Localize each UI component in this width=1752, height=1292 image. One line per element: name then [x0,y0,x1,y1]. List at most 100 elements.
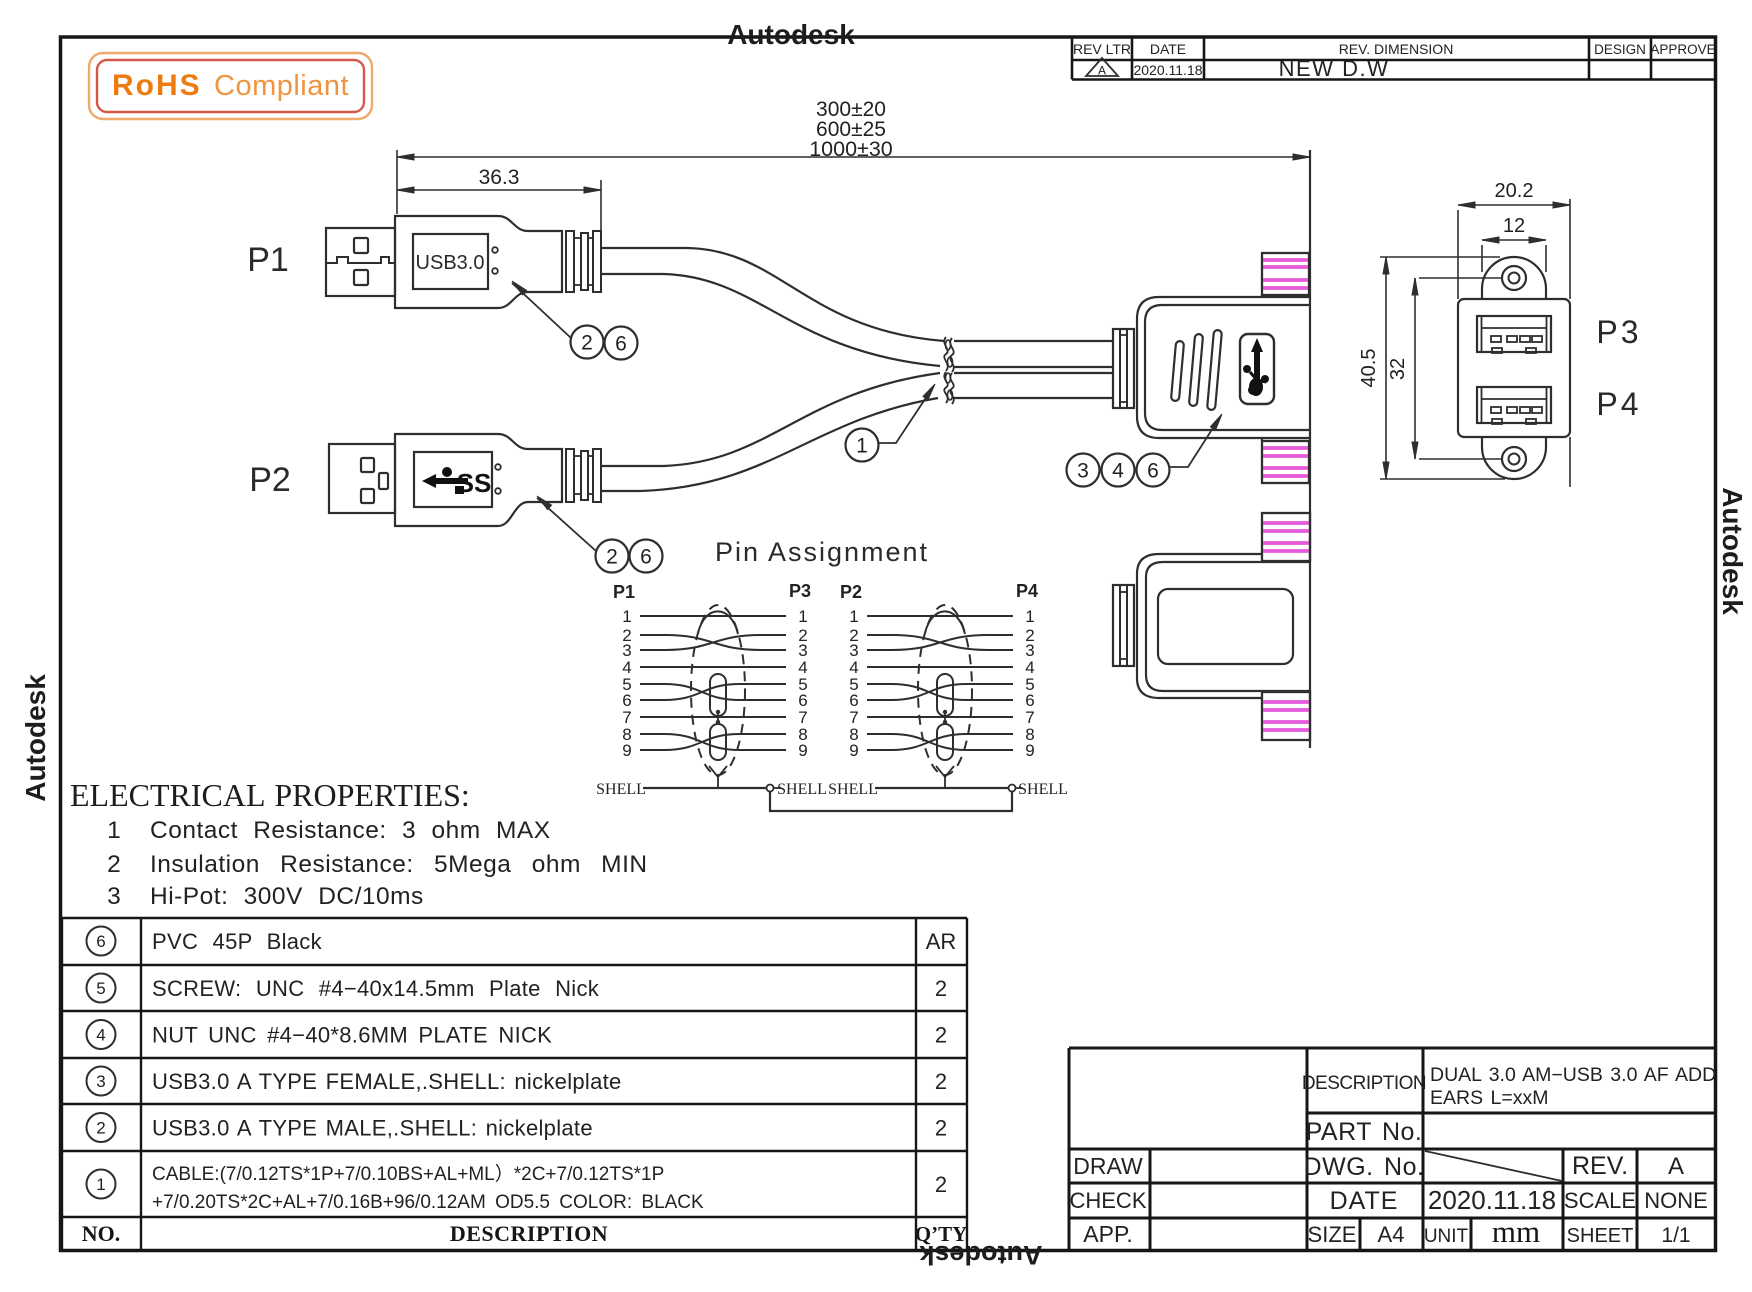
svg-text:DATE: DATE [1330,1187,1399,1215]
svg-text:2: 2 [935,1116,947,1141]
svg-text:2: 2 [935,976,947,1001]
svg-text:DWG. No.: DWG. No. [1304,1153,1425,1181]
svg-text:DESCRIPTION: DESCRIPTION [450,1221,608,1246]
svg-text:DUAL 3.0 AM−USB 3.0 AF ADD: DUAL 3.0 AM−USB 3.0 AF ADD [1430,1064,1716,1086]
svg-text:P4: P4 [1016,581,1038,601]
svg-text:UNIT: UNIT [1424,1226,1469,1247]
svg-text:1: 1 [856,434,868,457]
svg-text:20.2: 20.2 [1495,180,1534,202]
svg-text:8: 8 [622,725,631,744]
svg-text:SHELL: SHELL [777,781,827,798]
svg-text:3: 3 [622,641,631,660]
svg-text:SIZE: SIZE [1308,1222,1357,1247]
svg-text:SCREW: UNC #4−40x14.5mm Plate: SCREW: UNC #4−40x14.5mm Plate Nick [152,976,600,1001]
svg-text:4: 4 [1025,658,1034,677]
svg-text:2: 2 [798,626,807,645]
svg-text:7: 7 [622,708,631,727]
svg-text:EARS L=xxM: EARS L=xxM [1430,1087,1549,1109]
svg-text:PVC 45P Black: PVC 45P Black [152,929,323,954]
svg-text:APPROVE: APPROVE [1650,42,1715,57]
svg-text:1: 1 [96,1175,105,1194]
svg-text:DESIGN: DESIGN [1594,42,1646,57]
svg-text:6: 6 [1025,691,1034,710]
svg-text:Autodesk: Autodesk [20,674,51,802]
svg-text:9: 9 [849,741,858,760]
svg-text:1/1: 1/1 [1661,1224,1690,1247]
svg-text:P3: P3 [789,581,811,601]
svg-text:P1: P1 [613,582,635,602]
svg-text:P1: P1 [247,241,289,279]
svg-text:SHEET: SHEET [1567,1225,1634,1247]
svg-text:6: 6 [615,332,627,355]
svg-text:1: 1 [849,607,858,626]
svg-text:4: 4 [798,658,807,677]
svg-text:2: 2 [96,1119,105,1138]
svg-text:CHECK: CHECK [1069,1188,1146,1213]
svg-text:6: 6 [640,545,652,568]
svg-text:Insulation Resistance: 5Mega o: Insulation Resistance: 5Mega ohm MIN [150,851,648,878]
svg-text:CABLE:(7/0.12TS*1P+7/0.10BS+AL: CABLE:(7/0.12TS*1P+7/0.10BS+AL+ML）*2C+7/… [152,1163,664,1185]
svg-text:4: 4 [96,1026,105,1045]
svg-text:Contact Resistance: 3 ohm MAX: Contact Resistance: 3 ohm MAX [150,817,551,844]
svg-text:7: 7 [1025,708,1034,727]
svg-text:mm: mm [1492,1214,1540,1249]
svg-text:3: 3 [1025,641,1034,660]
svg-text:Autodesk: Autodesk [727,19,855,50]
svg-text:5: 5 [798,675,807,694]
svg-text:2: 2 [849,626,858,645]
svg-text:5: 5 [96,979,105,998]
svg-text:5: 5 [1025,675,1034,694]
svg-text:2020.11.18: 2020.11.18 [1428,1185,1556,1215]
svg-text:40.5: 40.5 [1358,349,1380,388]
svg-text:APP.: APP. [1083,1221,1132,1247]
svg-text:DRAW: DRAW [1073,1153,1143,1179]
svg-text:6: 6 [622,691,631,710]
svg-text:4: 4 [849,658,858,677]
svg-text:SHELL: SHELL [596,781,646,798]
svg-text:USB3.0 A TYPE MALE,.SHELL: nic: USB3.0 A TYPE MALE,.SHELL: nickelplate [152,1116,593,1141]
svg-text:Compliant: Compliant [214,70,349,102]
svg-text:REV LTR: REV LTR [1073,41,1131,57]
svg-text:7: 7 [798,708,807,727]
svg-text:36.3: 36.3 [479,166,520,189]
svg-text:4: 4 [1112,459,1124,482]
svg-text:NO.: NO. [82,1221,121,1246]
svg-text:6: 6 [1147,459,1159,482]
svg-text:2: 2 [1025,626,1034,645]
svg-text:P4: P4 [1596,386,1641,422]
svg-text:4: 4 [622,658,631,677]
svg-text:DESCRIPTION: DESCRIPTION [1302,1073,1426,1094]
svg-text:NEW D.W: NEW D.W [1279,56,1390,81]
svg-text:REV.: REV. [1572,1152,1628,1180]
svg-text:USB3.0 A TYPE FEMALE,.SHELL: n: USB3.0 A TYPE FEMALE,.SHELL: nickelplate [152,1069,622,1094]
svg-text:P2: P2 [249,461,291,499]
svg-text:DATE: DATE [1150,41,1186,57]
svg-text:2020.11.18: 2020.11.18 [1133,62,1202,78]
svg-text:Q’TY: Q’TY [915,1222,968,1246]
svg-text:5: 5 [849,675,858,694]
svg-text:2: 2 [935,1023,947,1048]
svg-text:SHELL: SHELL [1018,781,1068,798]
svg-text:3: 3 [96,1072,105,1091]
svg-text:RoHS: RoHS [112,69,202,102]
svg-text:3: 3 [798,641,807,660]
svg-text:6: 6 [798,691,807,710]
svg-text:9: 9 [1025,741,1034,760]
svg-text:6: 6 [849,691,858,710]
svg-text:ELECTRICAL PROPERTIES:: ELECTRICAL PROPERTIES: [70,777,470,813]
svg-text:7: 7 [849,708,858,727]
svg-text:REV. DIMENSION: REV. DIMENSION [1339,41,1454,57]
svg-text:3: 3 [849,641,858,660]
svg-text:9: 9 [622,741,631,760]
svg-text:2: 2 [935,1172,947,1197]
svg-text:2: 2 [581,331,593,354]
svg-text:9: 9 [798,741,807,760]
svg-text:P3: P3 [1596,314,1641,350]
svg-text:8: 8 [849,725,858,744]
svg-text:Autodesk: Autodesk [919,1240,1043,1270]
svg-text:1: 1 [622,607,631,626]
svg-text:600±25: 600±25 [816,118,886,141]
svg-text:2: 2 [107,851,121,878]
svg-text:2: 2 [622,626,631,645]
svg-text:P2: P2 [840,582,862,602]
